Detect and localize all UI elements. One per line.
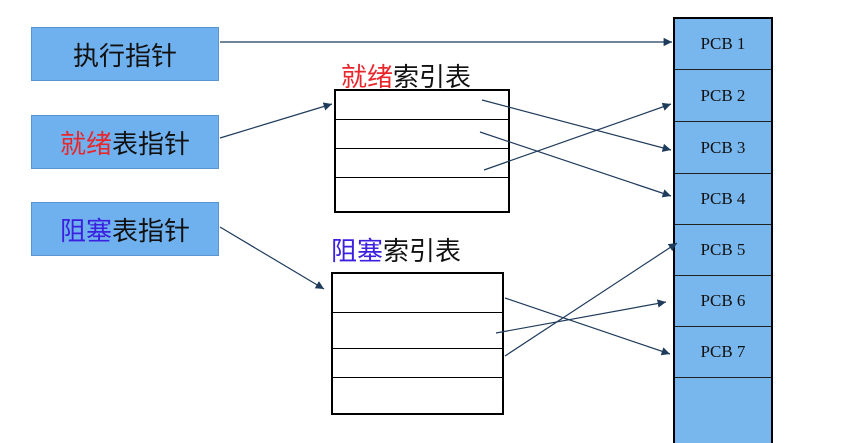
arrow-ready-row1-to-pcb3 — [481, 99, 672, 152]
pcb-cell-2: PCB 2 — [675, 71, 771, 122]
ready-pointer-box: 就绪表指针 — [31, 115, 219, 169]
arrow-ready-row3-to-pcb2 — [483, 102, 672, 171]
ready-table-title: 就绪索引表 — [341, 57, 471, 94]
table-row — [336, 119, 508, 120]
table-row — [336, 148, 508, 149]
table-row — [333, 312, 502, 313]
pcb-cell-1: PCB 1 — [675, 19, 771, 70]
blocked-pointer-rest: 表指针 — [112, 216, 191, 247]
blocked-table-title: 阻塞索引表 — [331, 231, 461, 268]
pcb-cell-4: PCB 4 — [675, 174, 771, 225]
table-row — [333, 348, 502, 349]
arrow-blocked-row3-to-pcb5 — [504, 242, 678, 357]
arrow-blocked-row2-to-pcb6 — [495, 299, 667, 334]
ready-index-table — [334, 89, 510, 213]
pcb-cell-6: PCB 6 — [675, 276, 771, 327]
arrow-ready-ptr-to-table — [219, 102, 333, 139]
table-row — [336, 177, 508, 178]
pcb-cell-7: PCB 7 — [675, 327, 771, 378]
blocked-pointer-highlight: 阻塞 — [59, 216, 112, 247]
pcb-cell-5: PCB 5 — [675, 225, 771, 276]
ready-pointer-highlight: 就绪 — [59, 129, 112, 160]
ready-table-title-rest: 索引表 — [393, 63, 472, 93]
ready-table-title-highlight: 就绪 — [341, 63, 394, 93]
pcb-cell-3: PCB 3 — [675, 123, 771, 174]
arrow-ready-row2-to-pcb4 — [479, 131, 672, 198]
blocked-pointer-box: 阻塞表指针 — [31, 202, 219, 256]
ready-pointer-rest: 表指针 — [112, 129, 191, 160]
exec-pointer-box: 执行指针 — [31, 27, 219, 81]
pcb-column: PCB 1 PCB 2 PCB 3 PCB 4 PCB 5 PCB 6 PCB … — [673, 17, 773, 443]
blocked-table-title-highlight: 阻塞 — [331, 237, 384, 267]
arrow-blocked-ptr-to-table — [219, 226, 325, 290]
table-row — [333, 377, 502, 378]
blocked-table-title-rest: 索引表 — [383, 237, 462, 267]
exec-pointer-label: 执行指针 — [72, 41, 177, 72]
arrow-blocked-row1-to-pcb7 — [504, 297, 671, 356]
blocked-index-table — [331, 272, 504, 415]
